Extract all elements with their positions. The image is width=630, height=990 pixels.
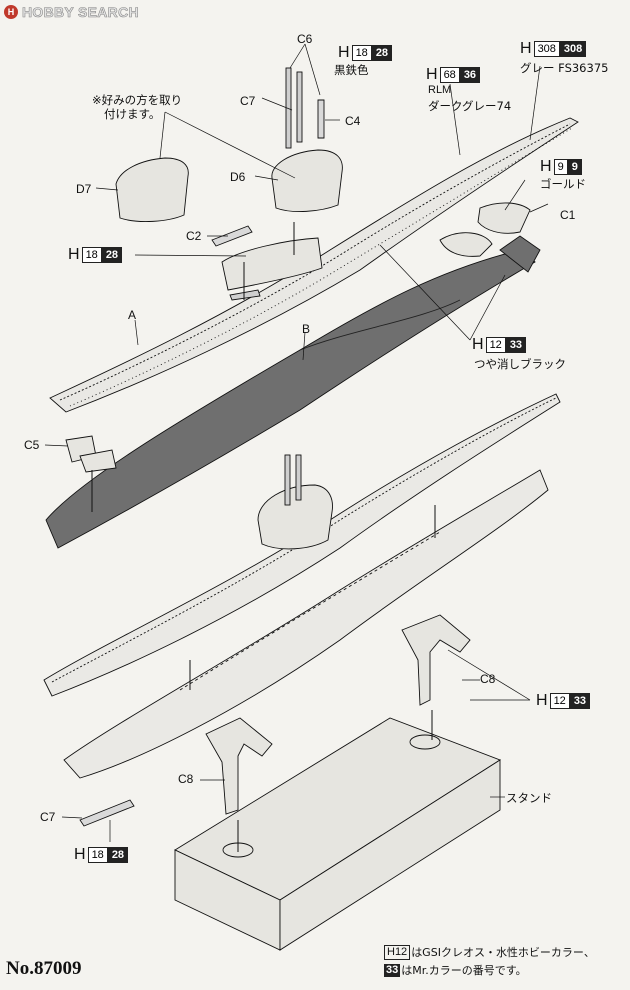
periscope-c6-1 (285, 67, 292, 149)
label-c6: C6 (297, 32, 313, 46)
stand-support-c8-left (205, 717, 273, 815)
footnote-line2-text: はMr.カラーの番号です。 (401, 964, 527, 977)
label-c1: C1 (560, 208, 576, 222)
assembled-tower (257, 484, 333, 550)
color-code-rlm74: H 68 36 (426, 66, 481, 84)
brand-watermark: H HOBBY SEARCH (4, 4, 139, 20)
stand-support-c8-right (401, 614, 471, 706)
product-number: No.87009 (6, 958, 82, 979)
label-c5: C5 (24, 438, 40, 452)
part-c7-bottom (79, 799, 135, 827)
label-b: B (302, 322, 311, 336)
label-gold: ゴールド (540, 177, 586, 191)
color-code-fs36375: H 308 308 (520, 40, 587, 58)
label-d6: D6 (230, 170, 246, 184)
brand-logo-icon: H (4, 5, 18, 19)
optional-note-line2: 付けます。 (104, 107, 161, 121)
label-c7-bottom: C7 (40, 810, 56, 824)
label-rlm: RLM (428, 84, 452, 96)
color-code-flat-black: H 12 33 (472, 336, 527, 354)
label-flat-black: つや消しブラック (474, 357, 566, 371)
conning-tower-a (221, 237, 323, 291)
label-c7-top: C7 (240, 94, 256, 108)
tower-d7 (115, 157, 189, 222)
color-code-gunmetal-3: H 18 28 (74, 846, 129, 864)
footnote-gsi-box: H12 (384, 944, 411, 960)
brand-name: HOBBY SEARCH (22, 4, 139, 21)
label-c4: C4 (345, 114, 361, 128)
color-code-gold: H 9 9 (540, 158, 582, 176)
label-c8-right: C8 (480, 672, 496, 686)
optional-note-line1: ※好みの方を取り (92, 93, 183, 107)
color-code-gunmetal-2: H 18 28 (68, 246, 123, 264)
part-c4 (317, 99, 325, 139)
footnote-line1: H12 はGSIクレオス・水性ホビーカラー、 (384, 944, 595, 960)
footnote-line1-text: はGSIクレオス・水性ホビーカラー、 (411, 946, 595, 959)
periscope-c6-2 (296, 71, 303, 143)
color-code-stand-black: H 12 33 (536, 692, 591, 710)
tower-d6 (271, 149, 343, 212)
footnote-line2: 33 はMr.カラーの番号です。 (384, 962, 527, 978)
color-code-gunmetal-1: H 18 28 (338, 44, 393, 62)
assembled-hull-lower (63, 469, 549, 779)
label-d7: D7 (76, 182, 92, 196)
gun-c2 (211, 225, 253, 247)
label-grey-fs: グレー FS36375 (520, 61, 609, 75)
label-rlm-name: ダークグレー74 (428, 99, 512, 113)
label-a: A (128, 308, 137, 322)
label-kurotetsu: 黒鉄色 (334, 63, 369, 77)
part-c1 (477, 202, 531, 234)
footnote-mr-box: 33 (384, 963, 401, 977)
label-stand: スタンド (506, 791, 552, 805)
label-c2: C2 (186, 229, 202, 243)
lower-hull-b (45, 249, 536, 549)
label-c8-left: C8 (178, 772, 194, 786)
